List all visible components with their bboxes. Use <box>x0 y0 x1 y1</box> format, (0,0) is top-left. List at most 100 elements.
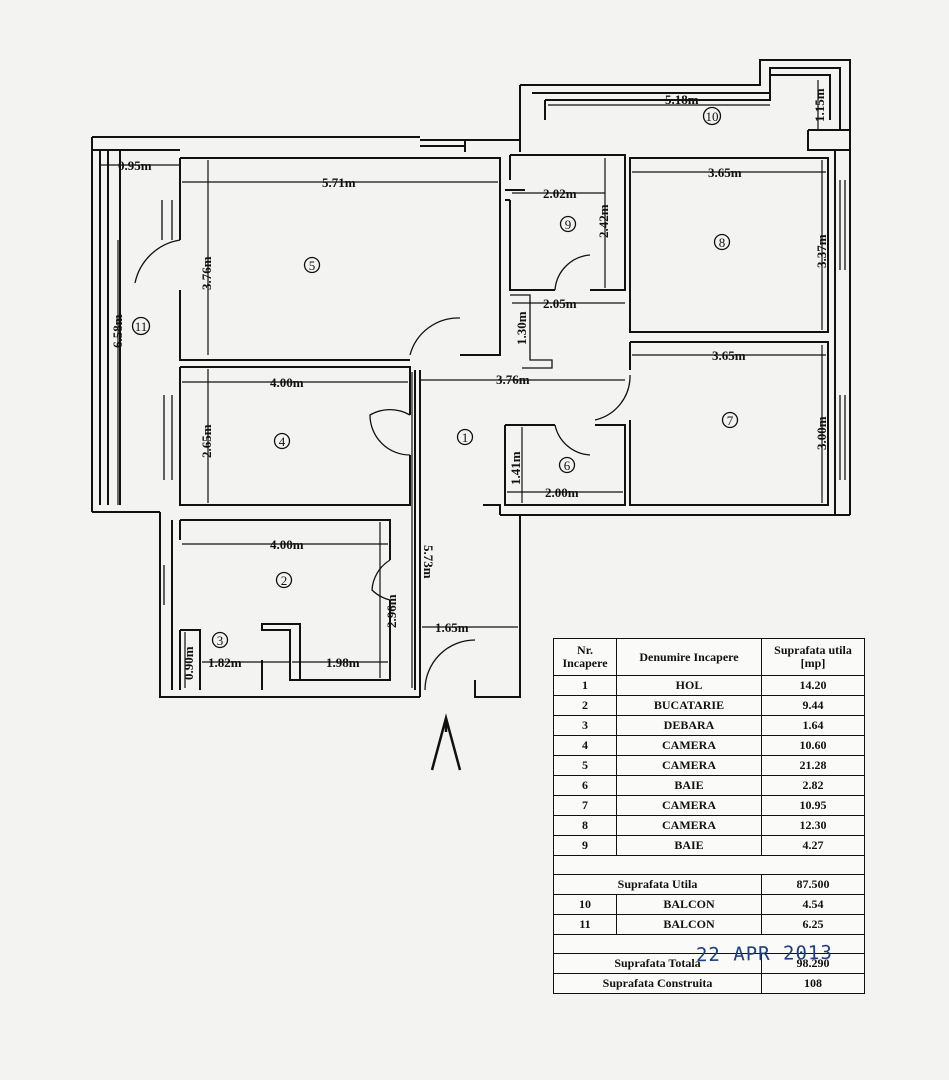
room-2-walls <box>163 519 391 690</box>
dim-room-3-depth: 0.90m <box>181 646 196 680</box>
construita-value: 108 <box>761 973 865 994</box>
svg-text:8: 8 <box>719 235 726 250</box>
table-header-row: Nr. Incapere Denumire Incapere Suprafata… <box>553 638 865 676</box>
table-spacer-row <box>553 855 865 875</box>
entry-door <box>424 639 476 691</box>
dim-room-9-width: 2.02m <box>543 186 577 201</box>
cell-area: 1.64 <box>761 715 865 736</box>
cell-nr: 8 <box>553 815 617 836</box>
cell-area: 9.44 <box>761 695 865 716</box>
cell-area: 21.28 <box>761 755 865 776</box>
svg-text:5: 5 <box>309 258 316 273</box>
cell-name: BALCON <box>616 894 762 915</box>
date-stamp: 22 APR 2013 <box>695 941 834 967</box>
cell-name: HOL <box>616 675 762 696</box>
room-marker-1: 1 <box>456 428 474 446</box>
cell-name: CAMERA <box>616 795 762 816</box>
cell-area: 4.27 <box>761 835 865 856</box>
cell-area: 10.95 <box>761 795 865 816</box>
header-area: Suprafata utila [mp] <box>761 638 865 676</box>
construita-label: Suprafata Construita <box>553 973 762 994</box>
cell-nr: 1 <box>553 675 617 696</box>
cell-nr: 3 <box>553 715 617 736</box>
header-name: Denumire Incapere <box>616 638 762 676</box>
dim-room-9-lower-depth: 1.30m <box>514 311 529 345</box>
dim-balcony-11-width: 0.95m <box>118 158 152 173</box>
dim-room-9-lower-width: 2.05m <box>543 296 577 311</box>
room-marker-2: 2 <box>275 571 293 589</box>
room-number-markers: 1 2 3 4 5 6 7 8 9 10 11 <box>131 106 739 649</box>
cell-nr: 4 <box>553 735 617 756</box>
cell-area: 14.20 <box>761 675 865 696</box>
room-area-table: Nr. Incapere Denumire Incapere Suprafata… <box>553 638 865 994</box>
room-4-walls <box>163 366 411 506</box>
room-marker-10: 10 <box>702 106 722 126</box>
dim-room-7-depth: 3.00m <box>814 416 829 450</box>
room-9-walls <box>505 154 626 369</box>
room-6-walls <box>504 424 626 506</box>
cell-nr: 7 <box>553 795 617 816</box>
room-marker-3: 3 <box>211 631 229 649</box>
room-marker-9: 9 <box>559 215 577 233</box>
room-marker-4: 4 <box>273 432 291 450</box>
dim-room-3-width: 1.82m <box>208 655 242 670</box>
cell-name: BAIE <box>616 835 762 856</box>
room-marker-8: 8 <box>713 233 731 251</box>
cell-name: DEBARA <box>616 715 762 736</box>
cell-area: 6.25 <box>761 914 865 935</box>
dim-hall-width: 3.76m <box>496 372 530 387</box>
room-marker-11: 11 <box>131 316 151 336</box>
cell-name: CAMERA <box>616 735 762 756</box>
dim-room-4-depth: 2.65m <box>199 424 214 458</box>
outer-walls <box>91 59 851 698</box>
svg-text:1: 1 <box>462 430 469 445</box>
cell-name: CAMERA <box>616 755 762 776</box>
cell-name: BALCON <box>616 914 762 935</box>
header-nr: Nr. Incapere <box>553 638 617 676</box>
svg-text:6: 6 <box>564 458 571 473</box>
cell-area: 12.30 <box>761 815 865 836</box>
dim-hall-length: 5.73m <box>421 545 436 579</box>
cell-nr: 2 <box>553 695 617 716</box>
svg-text:11: 11 <box>135 319 148 334</box>
dim-room-2-depth: 2.96m <box>384 594 399 628</box>
north-arrow-icon <box>430 713 462 771</box>
dim-room-2-lower-width: 1.98m <box>326 655 360 670</box>
dim-room-4-width: 4.00m <box>270 375 304 390</box>
svg-text:9: 9 <box>565 217 572 232</box>
room-marker-5: 5 <box>303 256 321 274</box>
cell-nr: 11 <box>553 914 617 935</box>
dim-room-6-depth: 1.41m <box>508 451 523 485</box>
utila-label: Suprafata Utila <box>553 874 762 895</box>
cell-nr: 9 <box>553 835 617 856</box>
cell-name: CAMERA <box>616 815 762 836</box>
room-7-walls <box>594 341 846 506</box>
room-marker-7: 7 <box>721 411 739 429</box>
svg-text:3: 3 <box>217 633 224 648</box>
table-spacer-row <box>553 934 865 954</box>
cell-area: 2.82 <box>761 775 865 796</box>
dim-balcony-10-depth: 1.15m <box>812 88 827 122</box>
dim-room-5-depth: 3.76m <box>199 256 214 290</box>
dim-room-8-depth: 3.37m <box>814 234 829 268</box>
dimension-labels: 5.18m 1.15m 0.95m 6.58m 5.71m 3.76m 2.02… <box>110 88 829 680</box>
dim-balcony-10-width: 5.18m <box>665 92 699 107</box>
cell-name: BUCATARIE <box>616 695 762 716</box>
dim-room-2-width: 4.00m <box>270 537 304 552</box>
dim-room-7-width: 3.65m <box>712 348 746 363</box>
cell-area: 10.60 <box>761 735 865 756</box>
cell-area: 4.54 <box>761 894 865 915</box>
room-marker-6: 6 <box>558 456 576 474</box>
